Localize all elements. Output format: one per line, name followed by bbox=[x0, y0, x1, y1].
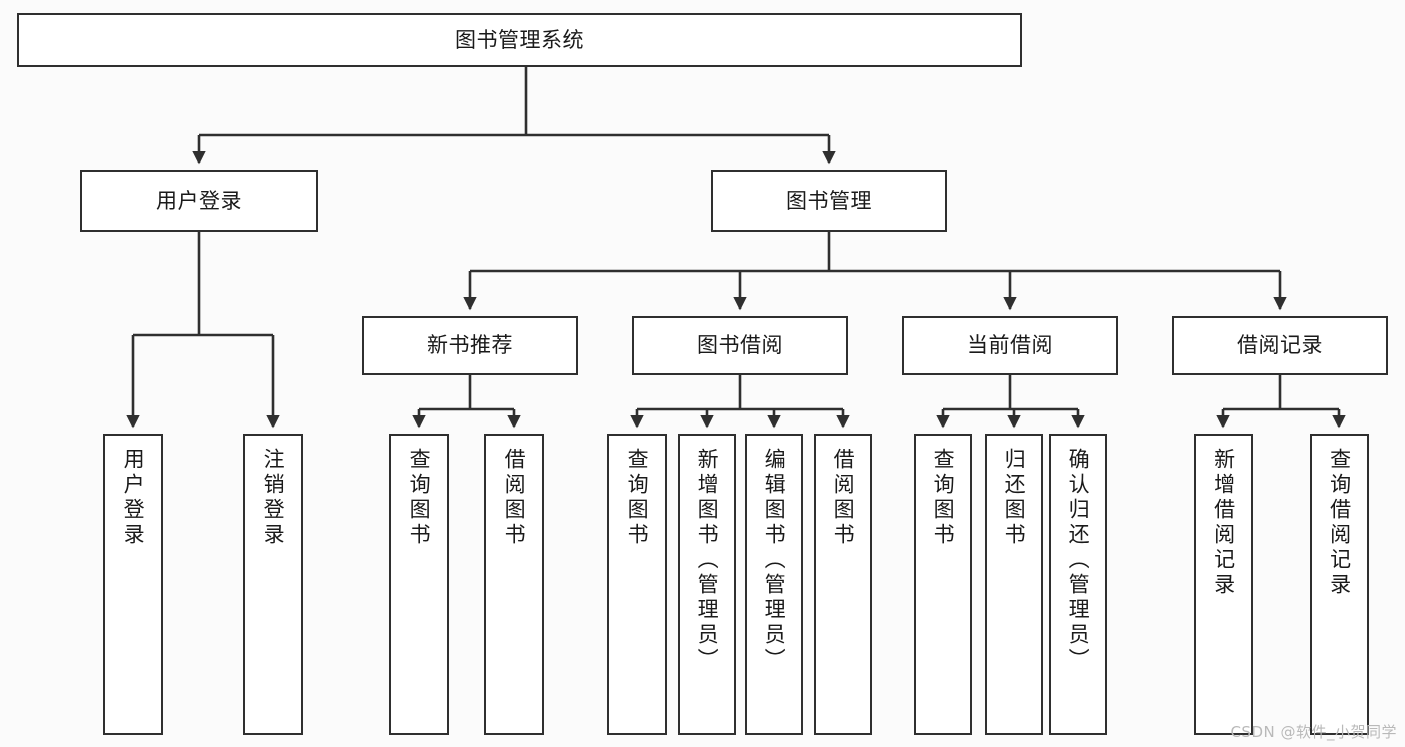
node-leaf-query-books-recommendation[interactable]: 查询图书 bbox=[389, 434, 449, 735]
node-label: 新书推荐 bbox=[427, 333, 513, 358]
node-leaf-confirm-return-admin[interactable]: 确认归还（管理员） bbox=[1049, 434, 1107, 735]
node-label: 借阅图书 bbox=[502, 448, 527, 548]
node-label: 查询图书 bbox=[407, 448, 432, 548]
node-label: 新增借阅记录 bbox=[1211, 448, 1236, 598]
node-label: 图书借阅 bbox=[697, 333, 783, 358]
node-label: 编辑图书（管理员） bbox=[762, 448, 787, 673]
node-root-book-management-system[interactable]: 图书管理系统 bbox=[17, 13, 1022, 67]
node-leaf-query-borrow-record[interactable]: 查询借阅记录 bbox=[1310, 434, 1369, 735]
node-leaf-borrow-books-recommendation[interactable]: 借阅图书 bbox=[484, 434, 544, 735]
node-new-book-recommendation[interactable]: 新书推荐 bbox=[362, 316, 578, 375]
node-label: 查询图书 bbox=[931, 448, 956, 548]
node-leaf-user-login[interactable]: 用户登录 bbox=[103, 434, 163, 735]
node-leaf-borrow-book[interactable]: 借阅图书 bbox=[814, 434, 872, 735]
node-label: 新增图书（管理员） bbox=[695, 448, 720, 673]
csdn-watermark: CSDN @软件_小贺同学 bbox=[1230, 723, 1397, 741]
node-label: 借阅图书 bbox=[831, 448, 856, 548]
node-current-borrowing[interactable]: 当前借阅 bbox=[902, 316, 1118, 375]
node-leaf-query-books-current[interactable]: 查询图书 bbox=[914, 434, 972, 735]
node-book-borrowing[interactable]: 图书借阅 bbox=[632, 316, 848, 375]
node-label: 借阅记录 bbox=[1237, 333, 1323, 358]
node-label: 图书管理 bbox=[786, 188, 872, 213]
node-label: 归还图书 bbox=[1002, 448, 1027, 548]
node-borrowing-record[interactable]: 借阅记录 bbox=[1172, 316, 1388, 375]
node-label: 用户登录 bbox=[156, 188, 242, 213]
node-leaf-query-books[interactable]: 查询图书 bbox=[607, 434, 667, 735]
node-leaf-add-book-admin[interactable]: 新增图书（管理员） bbox=[678, 434, 736, 735]
node-user-login[interactable]: 用户登录 bbox=[80, 170, 318, 232]
node-label: 查询借阅记录 bbox=[1327, 448, 1352, 598]
node-leaf-edit-book-admin[interactable]: 编辑图书（管理员） bbox=[745, 434, 803, 735]
node-label: 用户登录 bbox=[121, 448, 146, 548]
node-leaf-logout[interactable]: 注销登录 bbox=[243, 434, 303, 735]
node-label: 当前借阅 bbox=[967, 333, 1053, 358]
node-book-management[interactable]: 图书管理 bbox=[711, 170, 947, 232]
node-label: 图书管理系统 bbox=[455, 27, 584, 52]
node-label: 查询图书 bbox=[625, 448, 650, 548]
node-label: 确认归还（管理员） bbox=[1066, 448, 1091, 673]
node-leaf-add-borrow-record[interactable]: 新增借阅记录 bbox=[1194, 434, 1253, 735]
node-label: 注销登录 bbox=[261, 448, 286, 548]
node-leaf-return-book[interactable]: 归还图书 bbox=[985, 434, 1043, 735]
